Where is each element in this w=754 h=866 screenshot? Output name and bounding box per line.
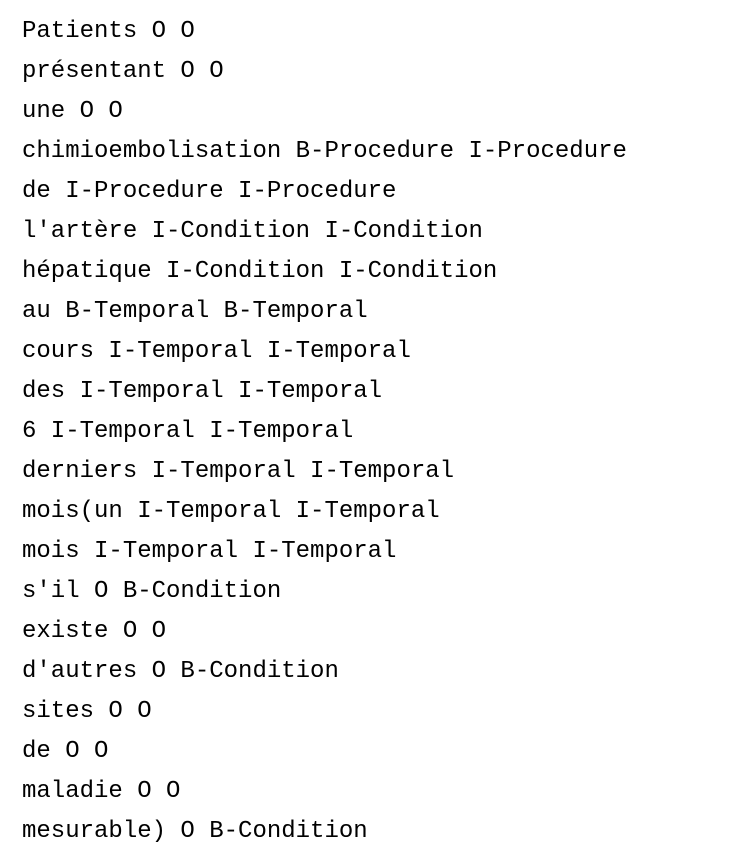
token-line: cours I-Temporal I-Temporal xyxy=(22,338,411,365)
token-line: Patients O O xyxy=(22,18,195,45)
token-line: s'il O B-Condition xyxy=(22,578,282,605)
token-line: de O O xyxy=(22,738,109,765)
token-line: existe O O xyxy=(22,618,167,645)
token-line: derniers I-Temporal I-Temporal xyxy=(22,458,455,485)
token-line: 6 I-Temporal I-Temporal xyxy=(22,418,354,445)
token-line: mois(un I-Temporal I-Temporal xyxy=(22,498,440,525)
token-line: maladie O O xyxy=(22,778,181,805)
token-line: hépatique I-Condition I-Condition xyxy=(22,258,498,285)
token-line: de I-Procedure I-Procedure xyxy=(22,178,397,205)
token-line: chimioembolisation B-Procedure I-Procedu… xyxy=(22,138,627,165)
token-line: l'artère I-Condition I-Condition xyxy=(22,218,483,245)
token-line-list: Patients O O présentant O O une O O chim… xyxy=(22,12,754,852)
token-line: au B-Temporal B-Temporal xyxy=(22,298,368,325)
token-line: d'autres O B-Condition xyxy=(22,658,339,685)
token-line: mesurable) O B-Condition xyxy=(22,818,368,845)
token-line: sites O O xyxy=(22,698,152,725)
token-line: mois I-Temporal I-Temporal xyxy=(22,538,397,565)
token-line: des I-Temporal I-Temporal xyxy=(22,378,383,405)
token-line: une O O xyxy=(22,98,123,125)
token-line: présentant O O xyxy=(22,58,224,85)
